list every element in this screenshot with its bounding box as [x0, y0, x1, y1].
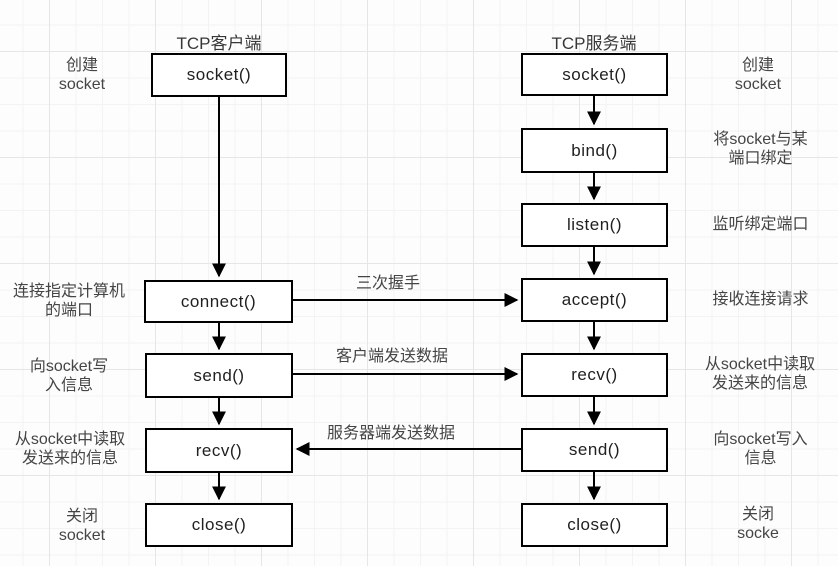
client-annot-close: 关闭 socket — [58, 508, 106, 544]
client-connect-node: connect() — [144, 280, 293, 323]
flow-label-handshake: 三次握手 — [355, 275, 420, 292]
flow-label-client-send-data: 客户端发送数据 — [335, 348, 448, 365]
client-annot-connect: 连接指定计算机 的端口 — [12, 283, 125, 319]
flow-label-server-send-data: 服务器端发送数据 — [326, 425, 455, 442]
server-annot-recv: 从socket中读取 发送来的信息 — [704, 356, 816, 392]
server-socket-node: socket() — [521, 53, 668, 96]
server-annot-accept: 接收连接请求 — [712, 291, 809, 308]
client-recv-node: recv() — [145, 428, 293, 473]
server-annot-create-socket: 创建 socket — [734, 57, 782, 93]
server-annot-close: 关闭 socke — [737, 506, 779, 542]
client-send-node: send() — [145, 353, 293, 398]
server-annot-bind: 将socket与某 端口绑定 — [713, 131, 808, 167]
client-annot-send: 向socket写 入信息 — [29, 358, 109, 394]
server-send-node: send() — [521, 428, 668, 472]
client-close-node: close() — [145, 503, 293, 547]
client-annot-recv: 从socket中读取 发送来的信息 — [14, 431, 126, 467]
server-bind-node: bind() — [521, 128, 668, 173]
server-annot-listen: 监听绑定端口 — [712, 216, 809, 233]
server-listen-node: listen() — [521, 203, 668, 247]
client-column-title: TCP客户端 — [176, 34, 262, 53]
server-accept-node: accept() — [521, 278, 668, 322]
server-recv-node: recv() — [521, 353, 668, 397]
server-column-title: TCP服务端 — [551, 34, 637, 53]
server-annot-send: 向socket写入 信息 — [713, 431, 808, 467]
client-annot-create-socket: 创建 socket — [58, 57, 106, 93]
server-close-node: close() — [521, 503, 668, 547]
client-socket-node: socket() — [151, 53, 287, 97]
